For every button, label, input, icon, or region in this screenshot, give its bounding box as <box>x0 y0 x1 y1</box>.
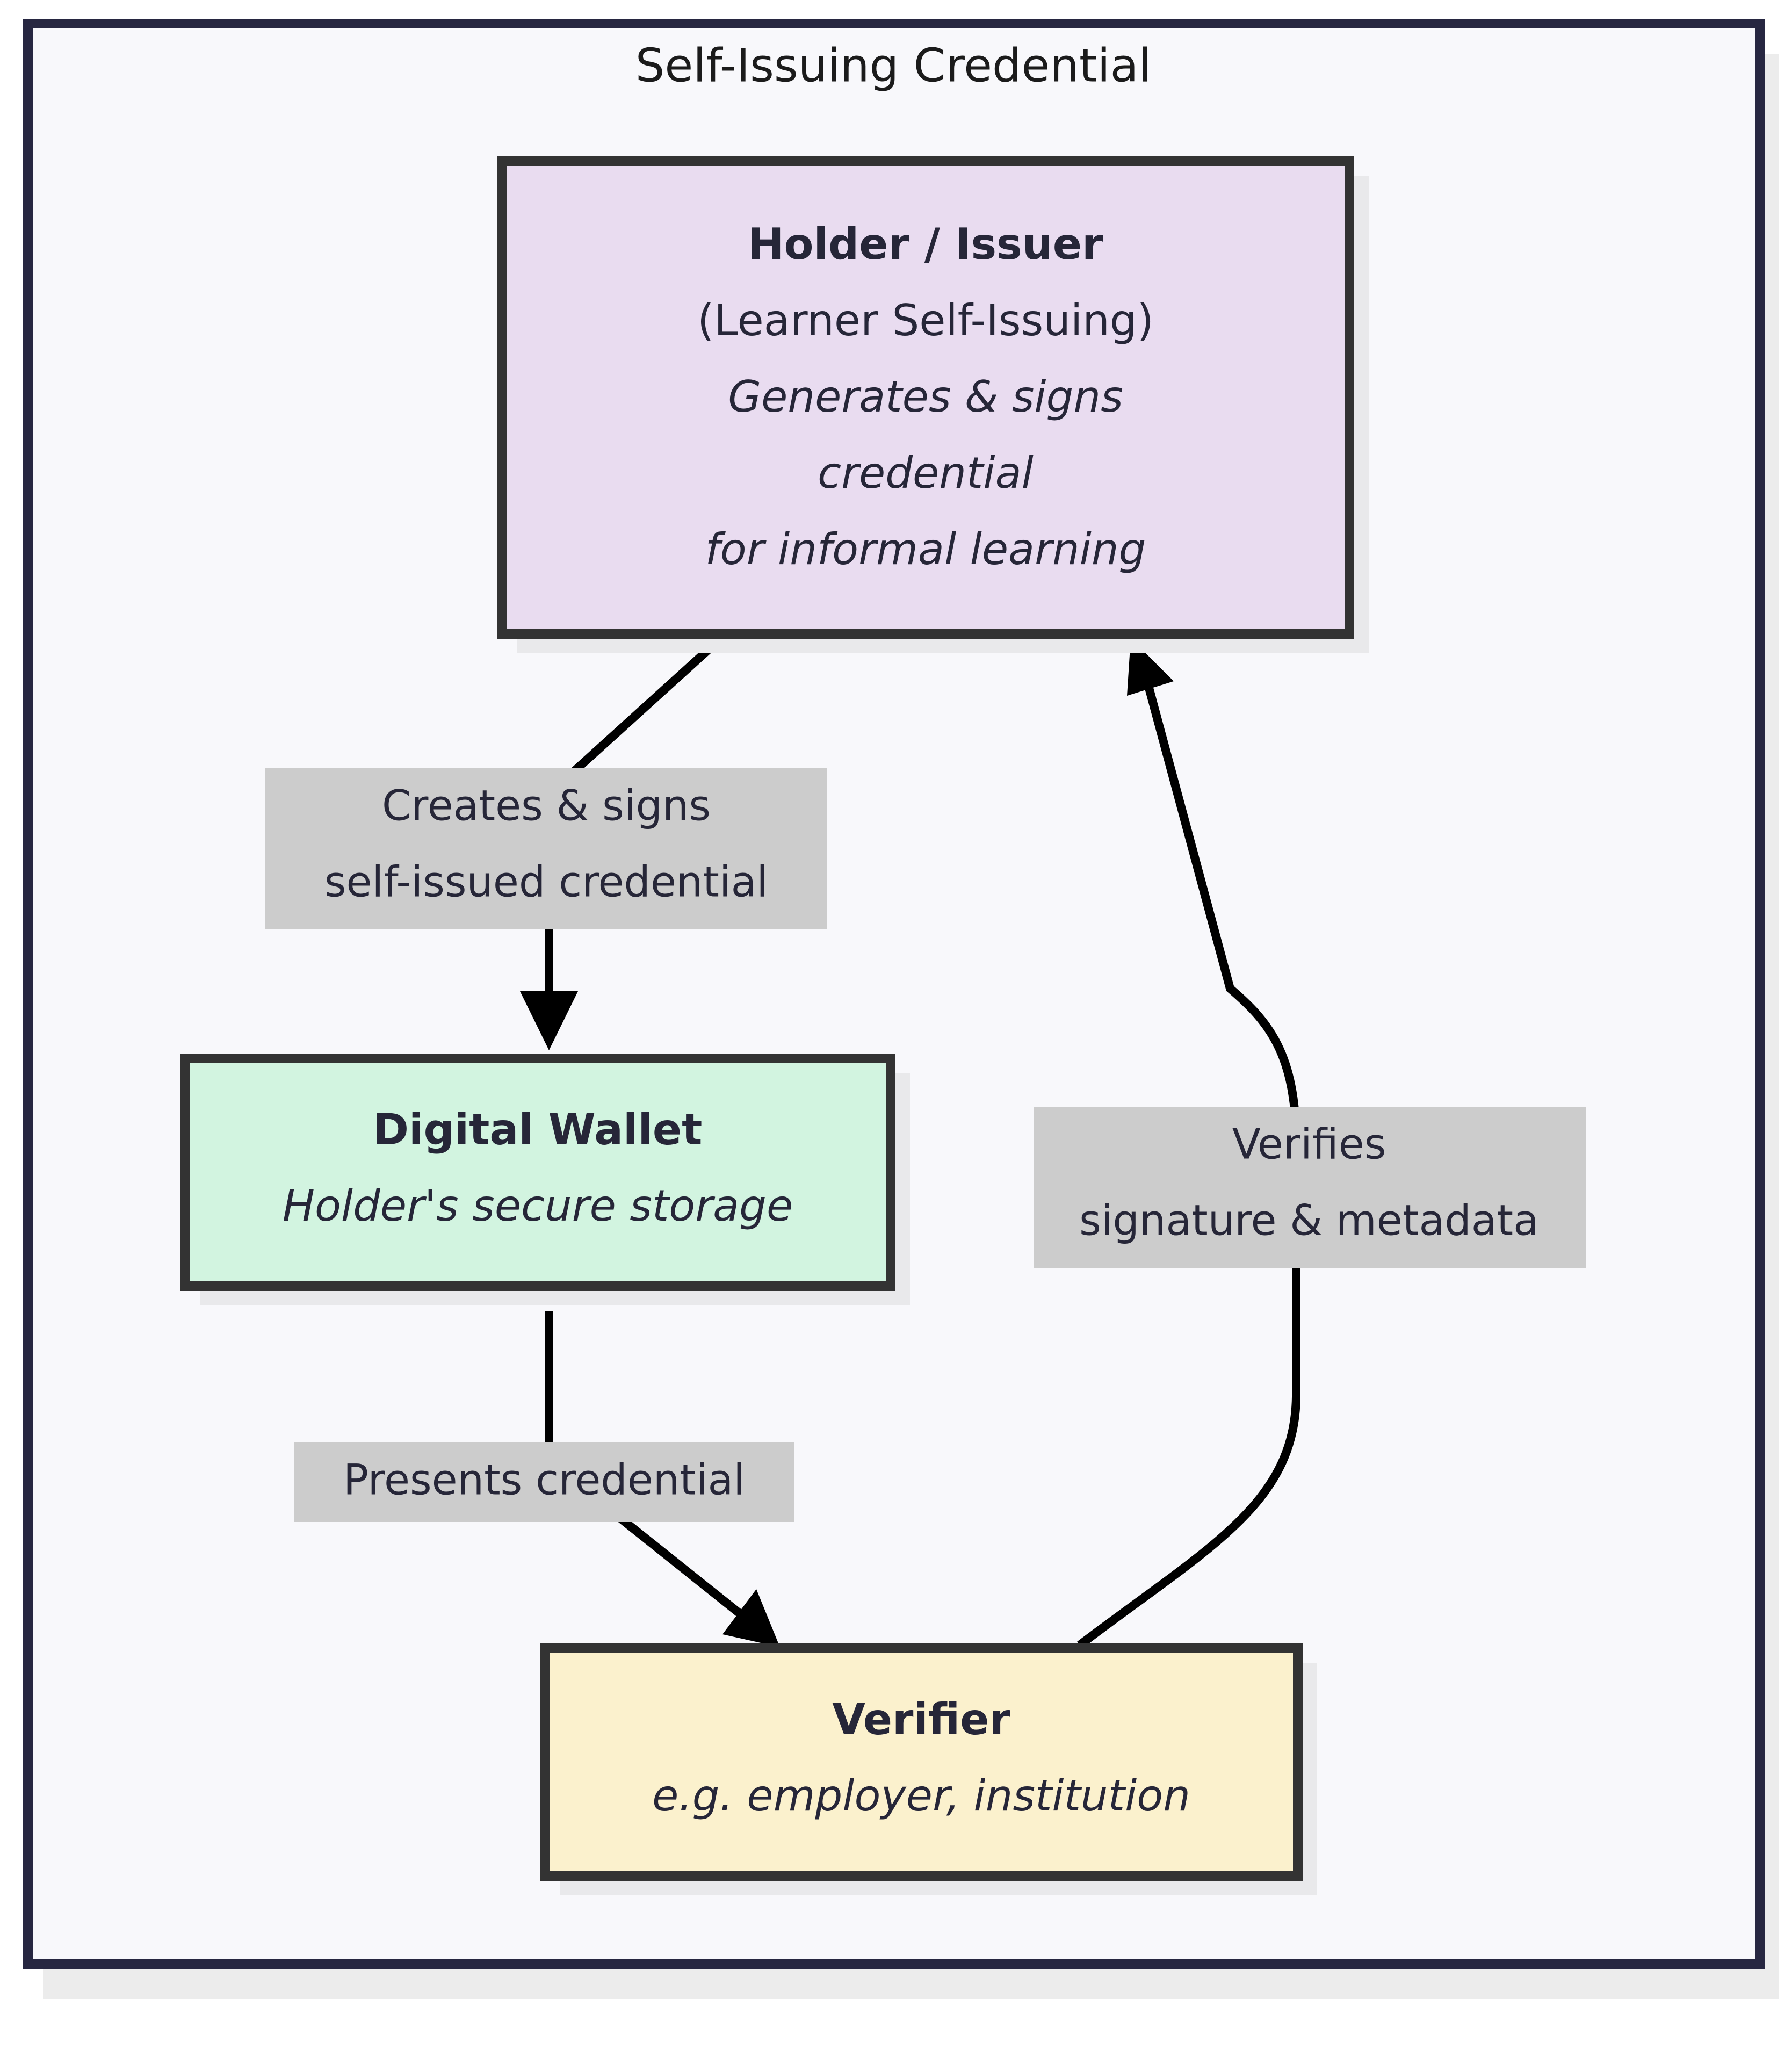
frame-title: Self-Issuing Credential <box>635 39 1151 92</box>
verifier-detail: e.g. employer, institution <box>652 1771 1190 1821</box>
holder-issuer-title: Holder / Issuer <box>748 219 1103 269</box>
holder-issuer-detail-2: credential <box>818 448 1034 498</box>
edge-label-verifier-to-holder-bg <box>1034 1107 1586 1268</box>
edge-label-holder-to-wallet-bg <box>265 768 827 929</box>
edge-label-wallet-to-verifier-line-1: Presents credential <box>343 1456 745 1504</box>
edge-label-holder-to-wallet-line-2: self-issued credential <box>324 858 768 906</box>
edge-label-holder-to-wallet: Creates & signs self-issued credential <box>265 768 827 929</box>
digital-wallet-title: Digital Wallet <box>373 1105 703 1155</box>
edge-label-wallet-to-verifier: Presents credential <box>294 1442 794 1522</box>
holder-issuer-detail-1: Generates & signs <box>728 372 1123 422</box>
holder-issuer-subtitle: (Learner Self-Issuing) <box>697 295 1154 345</box>
digital-wallet-box[interactable] <box>180 1054 895 1291</box>
verifier-title: Verifier <box>832 1694 1010 1744</box>
edge-label-verifier-to-holder: Verifies signature & metadata <box>1034 1107 1586 1268</box>
arrowhead-into-wallet <box>520 991 578 1050</box>
holder-issuer-box[interactable] <box>497 156 1354 639</box>
digital-wallet-node[interactable]: Digital Wallet Holder's secure storage <box>180 1054 910 1305</box>
digital-wallet-detail: Holder's secure storage <box>283 1181 793 1231</box>
edge-label-verifier-to-holder-line-1: Verifies <box>1232 1120 1386 1168</box>
verifier-box[interactable] <box>540 1643 1303 1881</box>
holder-issuer-detail-3: for informal learning <box>705 524 1146 574</box>
edge-label-holder-to-wallet-line-1: Creates & signs <box>382 782 711 830</box>
edge-label-wallet-to-verifier-bg <box>294 1442 794 1522</box>
arrowhead-into-verifier <box>722 1589 780 1647</box>
edge-label-verifier-to-holder-line-2: signature & metadata <box>1079 1196 1539 1245</box>
edge-verifier-to-holder-path <box>1077 665 1300 1649</box>
holder-issuer-node[interactable]: Holder / Issuer (Learner Self-Issuing) G… <box>497 156 1369 653</box>
verifier-node[interactable]: Verifier e.g. employer, institution <box>540 1643 1317 1895</box>
